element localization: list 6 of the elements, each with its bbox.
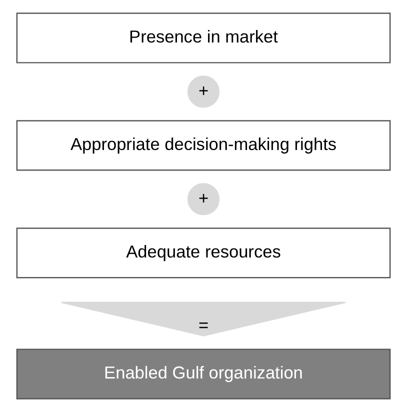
node-box: Appropriate decision-making rights [16, 120, 391, 171]
node-box: Presence in market [16, 12, 391, 64]
node-box: Enabled Gulf organization [16, 348, 391, 400]
node-circle: + [187, 76, 220, 108]
node-box: Adequate resources [16, 228, 391, 278]
node-circle: + [187, 183, 220, 216]
